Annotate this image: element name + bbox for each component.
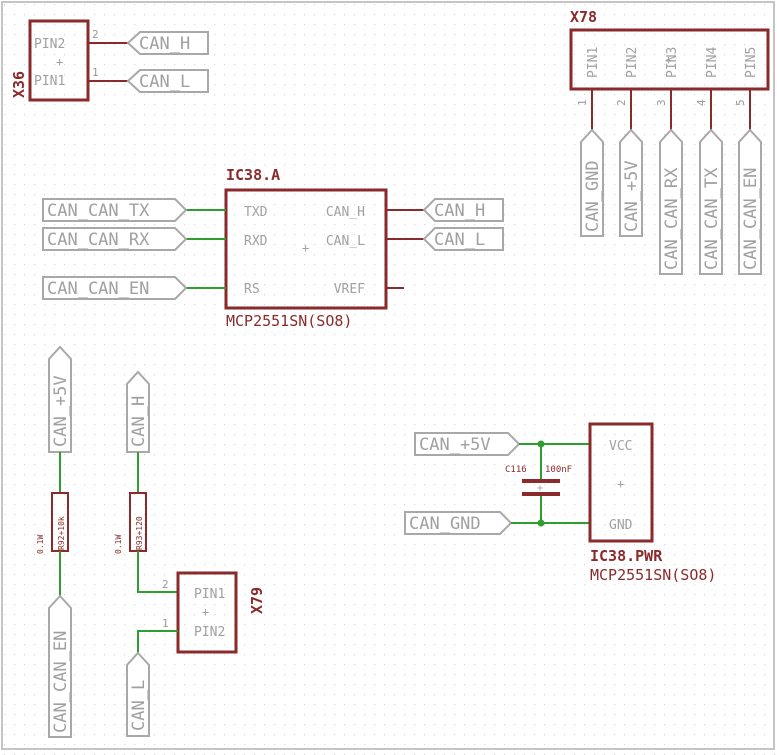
net-label-can-l[interactable]: [126, 651, 150, 737]
ic38a-pin-name: RS: [244, 282, 260, 297]
x78-pin-name: PIN4: [705, 47, 720, 78]
pwr-pin-name: GND: [609, 518, 633, 533]
x36-pin-number: 2: [92, 28, 99, 41]
x78-pin-name: PIN1: [586, 47, 601, 78]
x78-pin-number: 3: [655, 99, 668, 106]
net-label-can-5v[interactable]: [414, 432, 521, 456]
x78-pin-number: 1: [576, 99, 589, 106]
x36-pin-name: PIN2: [34, 37, 65, 52]
ic38-pwr-refdes: IC38.PWR: [590, 547, 663, 565]
svg-text:+: +: [617, 477, 624, 491]
pwr-pin-name: VCC: [609, 439, 632, 454]
ic38a-pin-name: RXD: [244, 234, 268, 249]
net-label-can-h[interactable]: [126, 31, 209, 55]
net-label-can-l[interactable]: [126, 69, 209, 93]
net-label-text: CAN_L: [139, 72, 190, 92]
svg-text:+: +: [302, 241, 309, 255]
x36-pin-number: 1: [92, 66, 99, 79]
net-label-can-can-en[interactable]: [738, 128, 762, 275]
net-label-text: CAN_CAN_RX: [662, 167, 682, 270]
net-label-text: CAN_+5V: [419, 435, 491, 455]
x79-pin-name: PIN1: [194, 587, 225, 602]
ic38a-pin-name: VREF: [334, 282, 365, 297]
net-label-text: CAN_CAN_RX: [47, 230, 150, 250]
svg-text:+: +: [202, 605, 209, 619]
net-label-text: CAN_H: [129, 396, 149, 447]
svg-text:+: +: [537, 483, 543, 494]
net-label-text: CAN_L: [434, 230, 485, 250]
r92-label: R92+10k: [57, 516, 66, 550]
net-label-text: CAN_H: [434, 201, 485, 221]
net-label-text: CAN_CAN_EN: [741, 168, 761, 270]
junction-dot: [537, 519, 545, 527]
ic38-pwr-body[interactable]: VCC GND +: [588, 422, 654, 543]
x78-pin-name: PIN3: [665, 47, 680, 78]
net-label-can-gnd[interactable]: [404, 511, 513, 535]
svg-text:+: +: [665, 53, 672, 67]
x78-pin-number: 2: [615, 99, 628, 106]
ic38a-pin-name: TXD: [244, 205, 268, 220]
net-label-text: CAN_GND: [409, 514, 481, 534]
ic38a-refdes: IC38.A: [226, 166, 280, 184]
net-label-text: CAN_+5V: [51, 375, 71, 447]
net-label-text: CAN_CAN_EN: [47, 279, 149, 299]
net-label-can-can-tx[interactable]: [42, 198, 188, 222]
ic38a-body[interactable]: + TXD RXD RS CAN_H CAN_L VREF: [224, 188, 404, 310]
x36-refdes: X36: [10, 71, 28, 98]
x78-refdes: X78: [570, 8, 597, 26]
x79-pin-name: PIN2: [194, 625, 225, 640]
x78-pin-number: 4: [695, 99, 708, 106]
junction-dot: [537, 440, 545, 448]
net-label-text: CAN_+5V: [622, 160, 642, 232]
net-label-text: CAN_CAN_TX: [47, 201, 150, 221]
c116-refdes: C116: [505, 465, 527, 475]
c116-value: 100nF: [545, 465, 572, 475]
connector-x36[interactable]: PIN2 PIN1 + X36 2 1: [10, 19, 128, 102]
ic38a-value: MCP2551SN(SO8): [226, 312, 352, 330]
net-label-can-can-tx[interactable]: [699, 128, 723, 275]
r93-label: R93+120: [135, 516, 144, 550]
net-label-can-can-rx[interactable]: [659, 128, 683, 275]
x78-pin-name: PIN5: [744, 47, 759, 78]
net-label-can-5v[interactable]: [619, 128, 643, 237]
net-label-can-gnd[interactable]: [580, 128, 604, 237]
net-label-can-can-rx[interactable]: [42, 227, 188, 251]
net-label-can-can-en[interactable]: [48, 594, 72, 738]
x79-refdes: X79: [248, 587, 266, 614]
net-label-text: CAN_H: [139, 34, 190, 54]
capacitor-c116[interactable]: C116 100nF +: [505, 465, 572, 496]
net-label-can-can-en[interactable]: [42, 276, 188, 300]
r92-rating: 0.1W: [36, 535, 45, 554]
net-label-can-l[interactable]: [422, 227, 504, 251]
x79-pin-number: 1: [162, 617, 169, 630]
net-label-text: CAN_GND: [583, 160, 603, 232]
net-label-text: CAN_CAN_EN: [51, 631, 71, 733]
x78-pin-name: PIN2: [625, 47, 640, 78]
ic38a-pin-name: CAN_H: [326, 205, 365, 220]
svg-text:+: +: [56, 55, 63, 69]
connector-x78[interactable]: + PIN1 PIN2 PIN3 PIN4 PIN5 1 2 3 4 5: [569, 28, 770, 130]
connector-x79[interactable]: PIN1 PIN2 + X79 2 1: [162, 571, 266, 654]
x78-pin-number: 5: [734, 99, 747, 106]
ic38-pwr-value: MCP2551SN(SO8): [590, 566, 716, 584]
ic38a-pin-name: CAN_L: [326, 234, 365, 249]
x79-pin-number: 2: [162, 578, 169, 591]
r93-rating: 0.1W: [114, 535, 123, 554]
x36-pin-name: PIN1: [34, 74, 65, 89]
net-label-text: CAN_L: [129, 680, 149, 731]
net-label-can-h[interactable]: [422, 198, 504, 222]
net-label-text: CAN_CAN_TX: [702, 167, 722, 270]
